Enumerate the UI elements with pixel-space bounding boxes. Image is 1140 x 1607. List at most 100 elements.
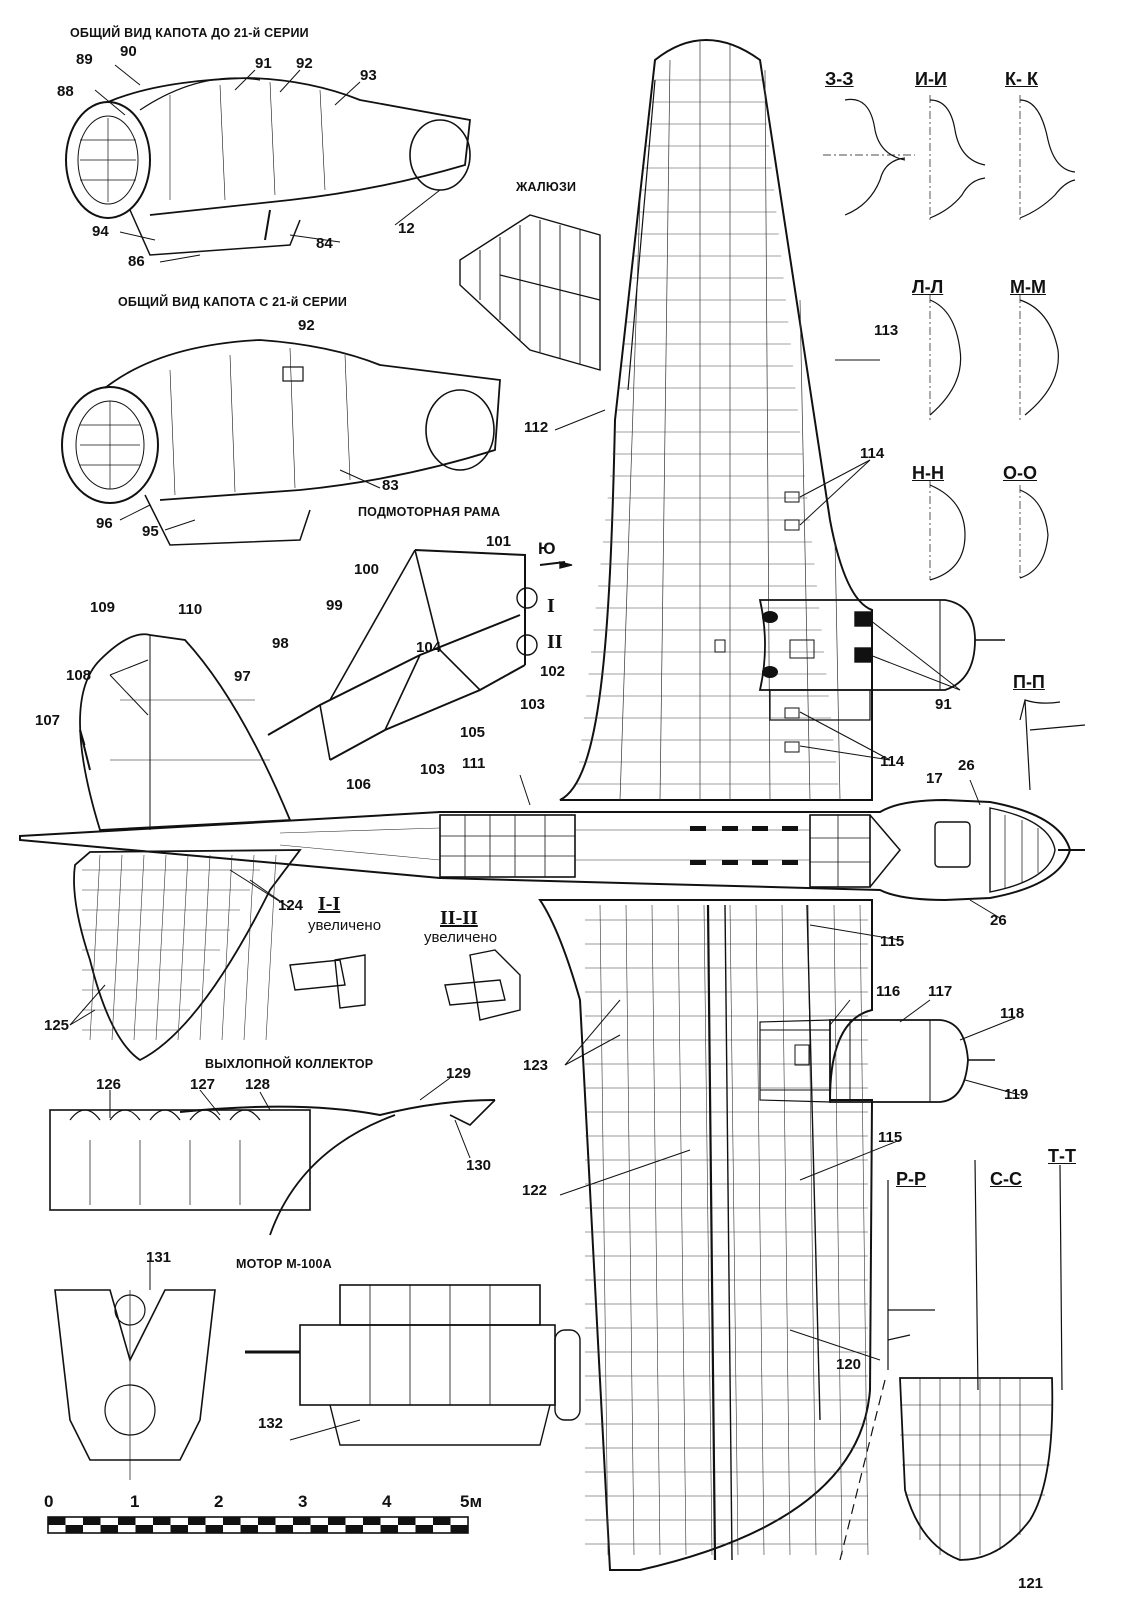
callout-92b: 92	[298, 317, 315, 334]
callout-103b: 103	[420, 761, 446, 778]
callout-113: 113	[874, 322, 899, 339]
callout-116: 116	[876, 983, 901, 1000]
callout-88: 88	[57, 83, 74, 100]
section-profiles	[823, 95, 1086, 1391]
callout-130: 130	[466, 1157, 492, 1174]
callout-124: 124	[278, 897, 304, 914]
callout-121: 121	[1018, 1575, 1044, 1592]
callout-115b: 115	[878, 1129, 903, 1146]
scale-tick-0: 0	[44, 1492, 54, 1511]
direction-mark: Ю	[538, 539, 556, 558]
caption-hood-after-21: ОБЩИЙ ВИД КАПОТА С 21-й СЕРИИ	[118, 295, 348, 309]
louvers-drawing	[459, 214, 601, 371]
callout-132: 132	[258, 1415, 284, 1432]
callout-17: 17	[926, 770, 943, 787]
callout-83: 83	[382, 477, 399, 494]
exhaust-collector-drawing	[49, 1099, 496, 1236]
callout-98: 98	[272, 635, 289, 652]
callout-97: 97	[234, 668, 251, 685]
section-label-oo: О-О	[1003, 463, 1037, 483]
callout-95: 95	[142, 523, 159, 540]
callout-84: 84	[316, 235, 333, 252]
callout-129: 129	[446, 1065, 472, 1082]
detail-label-2: II-II	[440, 907, 478, 929]
section-label-tt: Т-Т	[1048, 1146, 1076, 1166]
callout-107: 107	[35, 712, 61, 729]
scale-tick-4: 4	[382, 1492, 392, 1511]
hood-after-21	[61, 339, 501, 546]
callout-108: 108	[66, 667, 92, 684]
callout-92: 92	[296, 55, 313, 72]
callout-93: 93	[360, 67, 377, 84]
engine-side-view	[245, 1284, 581, 1446]
callout-123: 123	[523, 1057, 549, 1074]
section-label-ss: С-С	[990, 1169, 1022, 1189]
section-label-zz: З-З	[825, 69, 854, 89]
caption-exhaust-collector: ВЫХЛОПНОЙ КОЛЛЕКТОР	[205, 1057, 374, 1071]
frame-mark-1: I	[547, 595, 555, 617]
callout-114a: 114	[860, 445, 885, 462]
wing-upper-half	[559, 39, 873, 801]
callout-126: 126	[96, 1076, 122, 1093]
callout-106: 106	[346, 776, 372, 793]
aileron-detail	[839, 1377, 1054, 1561]
engine-mount-frame	[267, 549, 573, 761]
callout-26a: 26	[958, 757, 975, 774]
callout-26b: 26	[990, 912, 1007, 929]
callout-122: 122	[522, 1182, 548, 1199]
scale-bar	[47, 1516, 469, 1534]
callout-104: 104	[416, 639, 442, 656]
callout-12: 12	[398, 220, 415, 237]
caption-engine: МОТОР М-100А	[236, 1257, 332, 1271]
callout-131: 131	[146, 1249, 172, 1266]
detail-label-1: I-I	[318, 893, 341, 915]
nacelle-upper	[758, 599, 1005, 721]
section-label-ii: И-И	[915, 69, 947, 89]
detail-enlarged-2: увеличено	[424, 929, 498, 946]
callout-102: 102	[540, 663, 566, 680]
callout-105: 105	[460, 724, 486, 741]
callout-112: 112	[524, 419, 549, 436]
caption-louvers: ЖАЛЮЗИ	[516, 180, 577, 194]
callout-114b: 114	[880, 753, 905, 770]
callout-89: 89	[76, 51, 93, 68]
section-label-ll: Л-Л	[912, 277, 944, 297]
section-label-kk: К- К	[1005, 69, 1038, 89]
callout-118: 118	[1000, 1005, 1025, 1022]
callout-99: 99	[326, 597, 343, 614]
callout-117: 117	[928, 983, 953, 1000]
scale-tick-3: 3	[298, 1492, 308, 1511]
caption-engine-mount: ПОДМОТОРНАЯ РАМА	[358, 505, 501, 519]
section-label-pp: П-П	[1013, 672, 1045, 692]
leader-lines	[69, 64, 1021, 1441]
callout-127: 127	[190, 1076, 216, 1093]
frame-mark-2: II	[547, 631, 563, 653]
detail-drawings	[289, 949, 521, 1021]
callout-96: 96	[96, 515, 113, 532]
scale-tick-1: 1	[130, 1492, 140, 1511]
caption-hood-before-21: ОБЩИЙ ВИД КАПОТА ДО 21-й СЕРИИ	[70, 26, 309, 40]
horizontal-tail-lower	[73, 849, 302, 1062]
callout-91: 91	[255, 55, 272, 72]
callout-100: 100	[354, 561, 380, 578]
callout-115a: 115	[880, 933, 905, 950]
wing-lower-half	[538, 899, 874, 1571]
fuselage	[19, 798, 1085, 902]
callout-111: 111	[462, 755, 486, 772]
callout-120: 120	[836, 1356, 862, 1373]
callout-90: 90	[120, 43, 137, 60]
callout-110: 110	[178, 601, 203, 618]
nacelle-lower	[759, 1019, 995, 1103]
callout-94: 94	[92, 223, 109, 240]
callout-103a: 103	[520, 696, 546, 713]
callout-128: 128	[245, 1076, 271, 1093]
vertical-tail	[79, 633, 292, 831]
engine-front-view	[54, 1289, 216, 1480]
scale-tick-5: 5м	[460, 1492, 483, 1511]
callout-86: 86	[128, 253, 145, 270]
callout-125: 125	[44, 1017, 70, 1034]
section-label-mm: М-М	[1010, 277, 1046, 297]
section-label-nn: Н-Н	[912, 463, 944, 483]
